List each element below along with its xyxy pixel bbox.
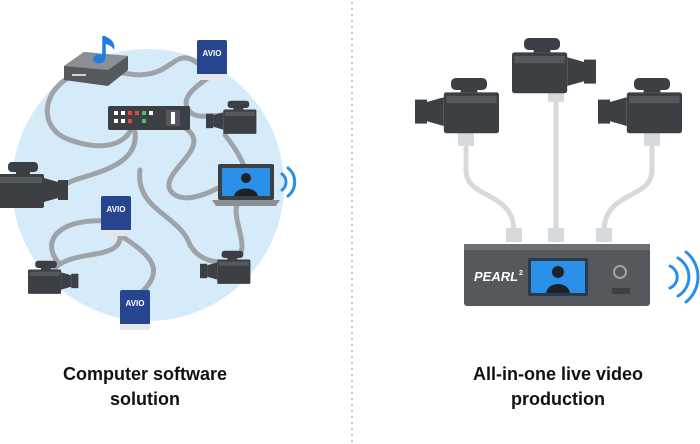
caption-line: Computer software <box>62 364 228 384</box>
avio-converter-icon: AVIO <box>101 196 131 236</box>
svg-text:AVIO: AVIO <box>203 49 222 58</box>
avio-converter-icon: AVIO <box>120 290 150 330</box>
camera-icon <box>598 78 682 134</box>
avio-converter-icon: AVIO <box>197 40 227 80</box>
svg-text:AVIO: AVIO <box>107 205 126 214</box>
music-note-icon <box>93 36 115 64</box>
svg-text:2: 2 <box>519 270 523 277</box>
wifi-signal-icon <box>280 166 297 198</box>
pearl-brand-label: PEARL <box>474 269 518 284</box>
software-solution-illustration: AVIO AVIO AVIO <box>0 36 297 330</box>
caption-line: All-in-one live video <box>472 364 644 384</box>
wifi-signal-icon <box>668 250 700 304</box>
all-in-one-caption: All-in-one live video production <box>418 362 698 412</box>
pearl-encoder-device: PEARL 2 <box>464 244 650 306</box>
camera-icon <box>512 38 596 93</box>
computer-software-caption: Computer software solution <box>5 362 285 412</box>
caption-line: production <box>511 389 605 409</box>
svg-text:AVIO: AVIO <box>126 299 145 308</box>
laptop-icon <box>212 164 280 206</box>
all-in-one-illustration: PEARL 2 <box>415 38 700 306</box>
pearl-cables <box>463 93 655 235</box>
camera-icon <box>415 78 499 134</box>
switcher-console-icon <box>108 106 190 130</box>
caption-line: solution <box>110 389 180 409</box>
